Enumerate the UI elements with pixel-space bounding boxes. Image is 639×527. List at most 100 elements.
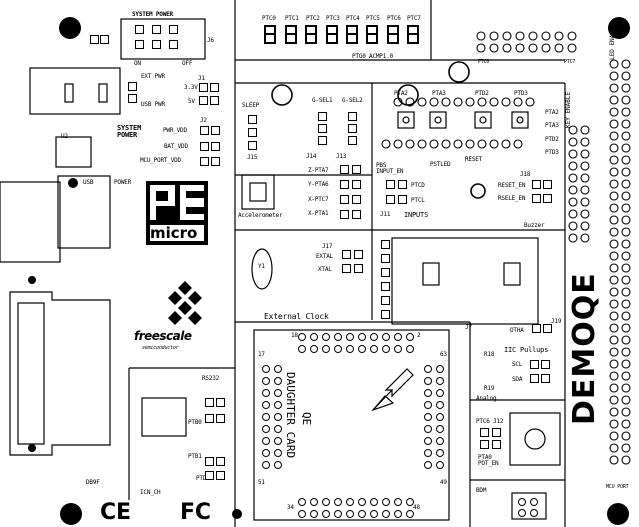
acc-pin-1 (340, 165, 349, 174)
bdm-pin (530, 509, 538, 517)
pin-num-top-r: 2 (417, 332, 421, 339)
clk-pad-4 (381, 282, 390, 291)
ptc-header-label-0: PTC0 (478, 59, 490, 65)
led-ptc2 (305, 25, 317, 44)
dc-right-pin (424, 377, 432, 385)
ptb1-label: PTB1 (188, 453, 202, 460)
j17-pin-2 (354, 250, 363, 259)
pin-num-left-t: 17 (258, 351, 265, 358)
led-ptc3 (326, 25, 338, 44)
dc-right-pin (436, 425, 444, 433)
ptc-label-1: PTC1 (285, 15, 299, 22)
j17-label: J17 (322, 243, 333, 250)
otha-label: OTHA (510, 327, 524, 334)
j14-pin-2 (318, 124, 327, 133)
clk-pad-6 (381, 310, 390, 319)
j2-pin-6 (211, 157, 220, 166)
pta-right-1: PTA3 (545, 122, 559, 129)
dc-bot-pin (310, 510, 318, 518)
led-ptc5 (366, 25, 378, 44)
analog-pin-3 (480, 440, 489, 449)
j6-pin-5 (152, 40, 161, 49)
dc-left-pin (274, 461, 282, 469)
j6-pin-1 (135, 25, 144, 34)
bdm-pin (518, 509, 526, 517)
bat-vdd-label: BAT_VDD (164, 143, 188, 150)
j15-label: J15 (247, 154, 258, 161)
ptc-label-5: PTC5 (366, 15, 380, 22)
j17-pin-1 (342, 250, 351, 259)
on-label: ON (134, 60, 141, 67)
dc-top-pin (298, 345, 306, 353)
small-pad-1 (90, 35, 99, 44)
j17-pin-4 (354, 264, 363, 273)
j1-pin-2 (210, 83, 219, 92)
j13-label: J13 (336, 153, 347, 160)
pta-right-3: PTD3 (545, 149, 559, 156)
pin-num-top-l: 18 (291, 332, 298, 339)
rs232-pin-7 (205, 471, 214, 480)
rs232-pin-4 (216, 414, 225, 423)
j14-pin-3 (318, 136, 327, 145)
ptc-label-3: PTC3 (326, 15, 340, 22)
input-pin-4 (398, 195, 407, 204)
j2-pin-1 (200, 126, 209, 135)
freescale-logo-text: freescale (134, 329, 192, 343)
z-ptx-label: Z-PTA7 (308, 167, 329, 174)
dc-top-pin (322, 333, 330, 341)
pta-right-0: PTA2 (545, 109, 559, 116)
dc-left-pin (262, 449, 270, 457)
bdm-pin (518, 498, 526, 506)
mcu-port-vdd-label: MCU_PORT_VDD (140, 157, 181, 164)
j13-pin-2 (348, 124, 357, 133)
usb-pwr-label: USB PWR (141, 101, 165, 108)
bdm-pin (530, 498, 538, 506)
fc-mark: FC (180, 500, 211, 525)
j6-pin-4 (135, 40, 144, 49)
led-ptc4 (346, 25, 358, 44)
power-label: POWER (114, 179, 132, 186)
off-label: OFF (182, 60, 193, 67)
reset-en-label: RESET_EN (498, 182, 526, 189)
system-power-text: SYSTEM POWER (117, 124, 142, 139)
analog-pin-4 (492, 440, 501, 449)
ptc-header-label-7: PTC7 (564, 59, 576, 65)
dc-bot-pin (394, 510, 402, 518)
dc-right-pin (424, 401, 432, 409)
button-label-pta2: PTA2 (394, 90, 408, 97)
extal-label: EXTAL (316, 253, 334, 260)
dc-right-pin (436, 389, 444, 397)
sda-label: SDA (512, 376, 523, 383)
dc-top-pin (394, 333, 402, 341)
dc-bot-pin (358, 510, 366, 518)
dc-left-pin (262, 437, 270, 445)
g-sel1-label: G-SEL1 (312, 97, 333, 104)
dc-right-pin (436, 413, 444, 421)
j2-pin-4 (211, 142, 220, 151)
j6-label: J6 (207, 37, 214, 44)
dc-bot-pin (334, 510, 342, 518)
iic-pin-1 (530, 360, 539, 369)
system-power-title: SYSTEM POWER (132, 11, 173, 18)
dc-left-pin (274, 377, 282, 385)
dc-top-pin (370, 345, 378, 353)
dc-right-pin (424, 461, 432, 469)
j1-pin-1 (199, 83, 208, 92)
j14-label: J14 (306, 153, 317, 160)
rsele-en-label: RSELE_EN (498, 195, 526, 202)
j19-pin-1 (532, 324, 541, 333)
input-pin-2 (398, 180, 407, 189)
dc-bot-pin (370, 498, 378, 506)
j1-pin-4 (210, 96, 219, 105)
dc-bot-pin (322, 510, 330, 518)
j1-pin-3 (199, 96, 208, 105)
iic-pullups-label: IIC Pullups (504, 346, 549, 354)
dc-right-pin (436, 401, 444, 409)
rs232-pin-3 (205, 414, 214, 423)
dc-right-pin (436, 461, 444, 469)
dc-bot-pin (382, 510, 390, 518)
pot-label: PTA0 POT_EN (478, 454, 499, 467)
dc-top-pin (322, 345, 330, 353)
icn-label: ICN_CH (140, 489, 161, 496)
external-clock-label: External Clock (264, 312, 329, 321)
